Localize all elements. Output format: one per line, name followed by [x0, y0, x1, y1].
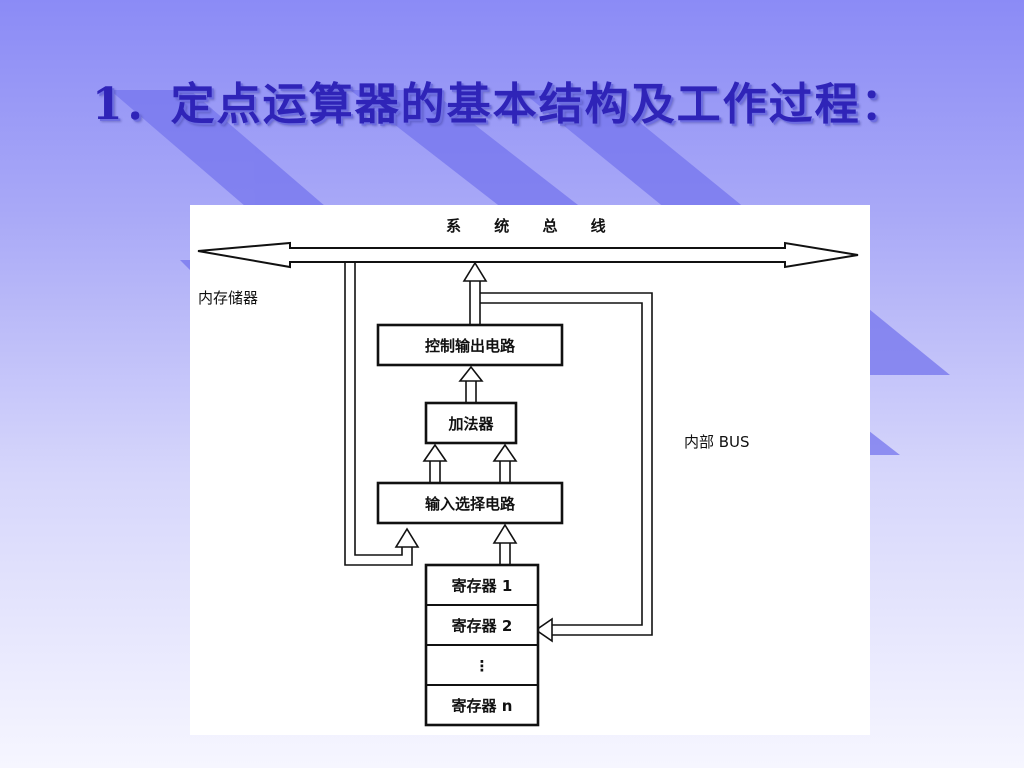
memory-path-inner [354, 262, 403, 556]
adder-to-control-arrowhead [458, 365, 484, 382]
internal-bus-arrowhead [534, 617, 553, 643]
register-ellipsis: ⋮ [475, 657, 490, 675]
system-bus-arrow [197, 241, 859, 269]
input-select-box [376, 481, 564, 525]
input-select-label: 输入选择电路 [425, 495, 516, 513]
adder-label: 加法器 [447, 415, 494, 433]
internal-bus-outer [480, 292, 653, 636]
adder-box [424, 401, 518, 445]
registers-to-input-arrowhead [492, 523, 518, 544]
slide-title: 1．定点运算器的基本结构及工作过程： [92, 79, 907, 130]
system-bus-label: 系 统 总 线 [446, 217, 620, 235]
to-bus-arrowhead [462, 261, 488, 282]
memory-path-arrowhead [394, 527, 420, 548]
memory-label: 内存储器 [198, 289, 258, 307]
register-1-label: 寄存器 1 [452, 577, 513, 595]
control-output-label: 控制输出电路 [425, 337, 516, 355]
input-to-adder-arrowhead-right [492, 443, 518, 462]
register-2-label: 寄存器 2 [452, 617, 513, 635]
input-to-adder-arrowhead-left [422, 443, 448, 462]
register-stack: 寄存器 1 寄存器 2 ⋮ 寄存器 n [424, 563, 540, 727]
memory-path-outer [344, 262, 413, 566]
internal-bus-inner [480, 302, 643, 626]
control-output-box [376, 323, 564, 367]
alu-structure-diagram: 系 统 总 线 内存储器 内部 BUS 控制输出电路 加法器 [190, 205, 870, 735]
internal-bus-label: 内部 BUS [684, 433, 750, 451]
register-n-label: 寄存器 n [452, 697, 513, 715]
